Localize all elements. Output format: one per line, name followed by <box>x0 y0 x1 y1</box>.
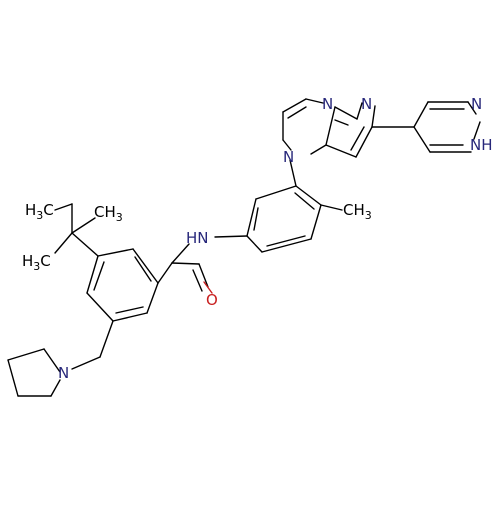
pyrrolidinylmethyl-group <box>7 320 114 397</box>
atom-tbutyl-methyl-c: H3C <box>22 252 51 273</box>
amide-group <box>171 243 213 294</box>
atom-n-pyrrolidine: N <box>58 364 69 382</box>
atom-labels: N N N NH N CH3 HN O H3C CH3 H3C N <box>22 95 493 382</box>
tolyl-ring <box>214 159 343 253</box>
benzamide-ring <box>86 248 173 322</box>
atom-n-pyrazolyl-top: N <box>471 95 482 113</box>
atom-tbutyl-methyl-b: CH3 <box>94 203 123 224</box>
atom-n-pyrazole-top: N <box>361 95 372 113</box>
atom-nh-pyrazolyl: NH <box>470 136 493 154</box>
atom-tbutyl-methyl-a: H3C <box>25 201 54 222</box>
atom-o-carbonyl: O <box>206 291 218 309</box>
imidazopyrazole-core <box>282 98 376 158</box>
tert-butyl-group <box>54 203 99 257</box>
atom-n-imidazole-top: N <box>322 95 333 113</box>
pyrazolyl-ring <box>371 101 481 153</box>
atom-n-imidazole-left: N <box>283 148 294 166</box>
atom-nh-amide: HN <box>186 229 209 247</box>
atom-methyl: CH3 <box>343 201 372 222</box>
